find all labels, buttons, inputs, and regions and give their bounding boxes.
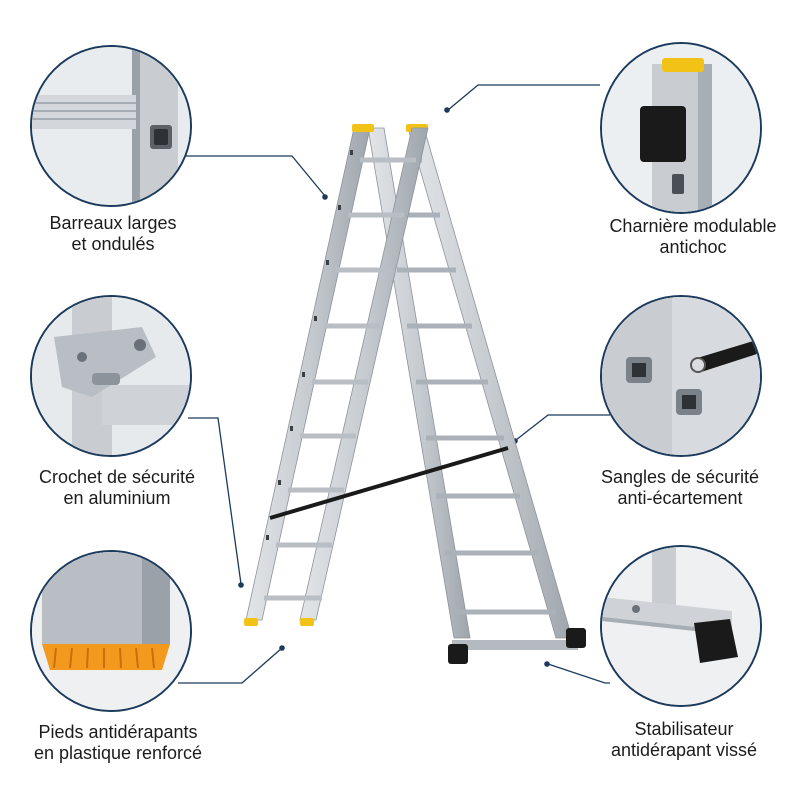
connector-feet	[178, 647, 283, 684]
caption-hook: Crochet de sécurité en aluminium	[0, 467, 277, 509]
caption-hook-line1: Crochet de sécurité	[38, 467, 196, 487]
caption-rungs-line1: Barreaux larges	[49, 213, 177, 233]
caption-stabilizer-line2: antidérapant vissé	[610, 740, 758, 760]
caption-hinge: Charnière modulable antichoc	[533, 216, 800, 258]
caption-hinge-line1: Charnière modulable	[609, 216, 777, 236]
caption-straps: Sangles de sécurité anti-écartement	[520, 467, 800, 509]
stabilizer-detail-image	[600, 545, 762, 707]
feet-detail-image	[30, 550, 192, 712]
safety-strap	[269, 446, 509, 520]
caption-feet-line1: Pieds antidérapants	[38, 722, 198, 742]
connector-rungs	[186, 155, 326, 197]
connector-hinge	[447, 84, 600, 111]
caption-hook-line2: en aluminium	[63, 488, 171, 508]
caption-straps-line1: Sangles de sécurité	[600, 467, 760, 487]
caption-feet-line2: en plastique renforcé	[33, 743, 203, 763]
connector-hook	[188, 417, 242, 585]
connector-stabilizer	[547, 663, 610, 684]
caption-stabilizer: Stabilisateur antidérapant vissé	[524, 719, 800, 761]
caption-rungs: Barreaux larges et ondulés	[0, 213, 273, 255]
hinge-detail-image	[600, 42, 762, 214]
caption-rungs-line2: et ondulés	[71, 234, 155, 254]
caption-hinge-line2: antichoc	[659, 237, 727, 257]
rungs-detail-image	[30, 45, 192, 207]
caption-stabilizer-line1: Stabilisateur	[634, 719, 734, 739]
caption-straps-line2: anti-écartement	[617, 488, 743, 508]
connector-straps	[515, 414, 610, 441]
hook-detail-image	[30, 295, 192, 457]
straps-detail-image	[600, 295, 762, 457]
caption-feet: Pieds antidérapants en plastique renforc…	[0, 722, 278, 764]
